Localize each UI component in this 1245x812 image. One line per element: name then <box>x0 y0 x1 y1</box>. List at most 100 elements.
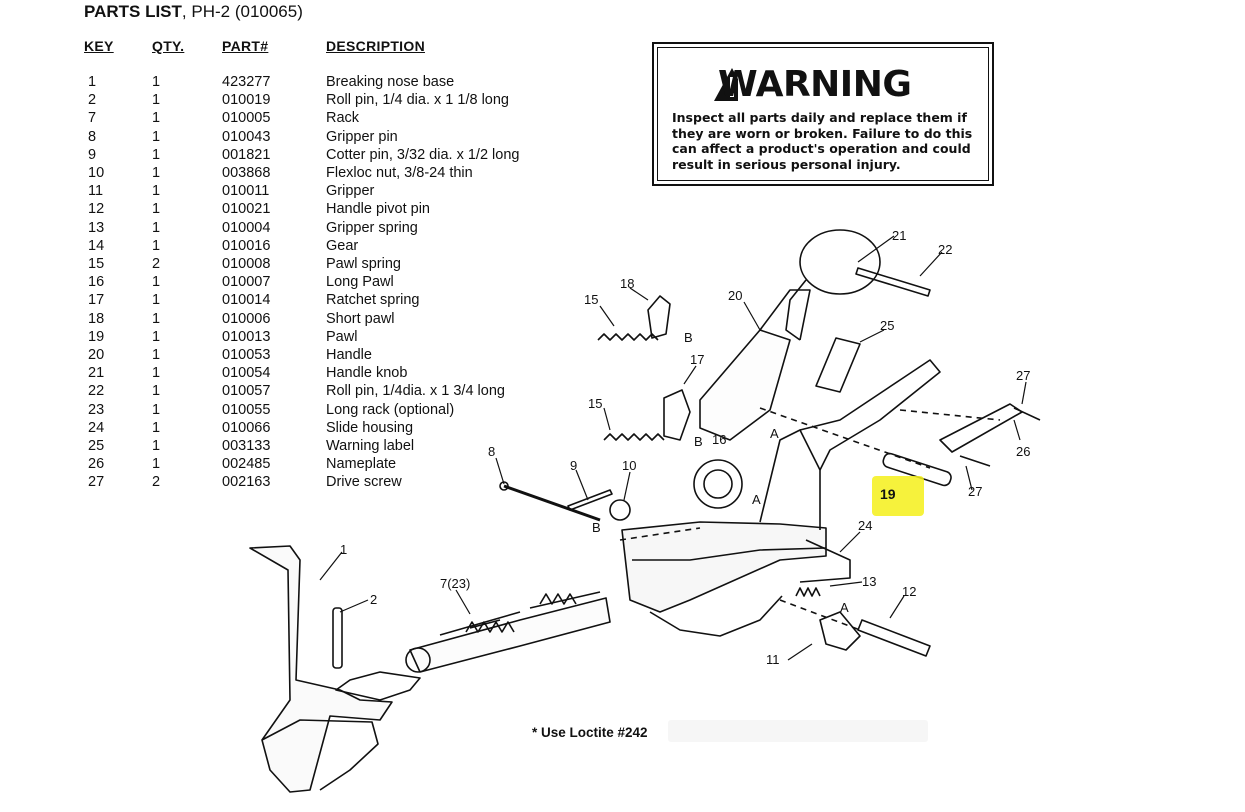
part-key: 8 <box>88 128 97 145</box>
part-qty: 1 <box>152 274 161 291</box>
part-number: 002485 <box>222 456 271 473</box>
letter-a-1: A <box>770 426 779 441</box>
part-number: 010006 <box>222 310 271 327</box>
part-key: 27 <box>88 474 105 491</box>
part-description: Ratchet spring <box>326 292 420 309</box>
part-key: 10 <box>88 165 105 181</box>
callout-12: 12 <box>902 584 916 599</box>
warning-triangle-icon <box>714 68 738 101</box>
part-description: Long rack (optional) <box>326 401 455 418</box>
table-row: 1 1 423277 Breaking nose base <box>0 74 560 92</box>
part-description: Breaking nose base <box>326 74 455 90</box>
letter-b-1: B <box>684 330 693 345</box>
header-qty: QTY. <box>152 38 185 54</box>
part-description: Roll pin, 1/4dia. x 1 3/4 long <box>326 383 505 400</box>
part-qty: 1 <box>152 183 161 200</box>
part-qty: 1 <box>152 438 161 454</box>
part-number: 010043 <box>222 128 271 145</box>
part-qty: 1 <box>152 74 161 90</box>
warning-heading: WARNING <box>718 64 912 105</box>
part-key: 14 <box>88 237 105 254</box>
callout-27b: 27 <box>968 484 982 499</box>
part-description: Drive screw <box>326 474 402 491</box>
part-key: 13 <box>88 219 105 236</box>
table-row: 13 1 010004 Gripper spring <box>0 220 560 238</box>
part-number: 010008 <box>222 256 271 272</box>
page-title: PARTS LIST, PH-2 (010065) <box>84 2 303 22</box>
part-number: 010054 <box>222 365 271 382</box>
part-qty: 1 <box>152 328 161 345</box>
part-number: 010019 <box>222 92 271 109</box>
part-key: 18 <box>88 310 105 327</box>
part-key: 21 <box>88 365 105 382</box>
part-number: 010021 <box>222 201 271 218</box>
loctite-note: * Use Loctite #242 <box>532 725 648 740</box>
part-key: 20 <box>88 347 105 363</box>
part-description: Handle pivot pin <box>326 201 430 218</box>
part-number: 010066 <box>222 419 271 436</box>
part-qty: 1 <box>152 92 161 109</box>
callout-26: 26 <box>1016 444 1030 459</box>
part-key: 25 <box>88 438 105 454</box>
part-key: 12 <box>88 201 105 218</box>
callout-15b: 15 <box>588 396 602 411</box>
part-description: Gripper spring <box>326 219 418 236</box>
letter-a-3: A <box>840 600 849 615</box>
letter-b-3: B <box>592 520 601 535</box>
header-part: PART# <box>222 38 269 54</box>
part-key: 9 <box>88 146 97 163</box>
part-number: 010016 <box>222 237 271 254</box>
part-key: 22 <box>88 383 105 400</box>
part-qty: 1 <box>152 219 161 236</box>
part-number: 010007 <box>222 274 271 291</box>
callout-11: 11 <box>766 652 780 667</box>
part-qty: 1 <box>152 237 161 254</box>
faded-text-block <box>668 720 928 742</box>
callout-7: 7(23) <box>440 576 470 591</box>
part-key: 15 <box>88 256 105 272</box>
part-description: Long Pawl <box>326 274 394 291</box>
part-description: Gear <box>326 237 359 254</box>
part-description: Nameplate <box>326 456 397 473</box>
part-key: 19 <box>88 328 105 345</box>
part-description: Short pawl <box>326 310 395 327</box>
part-qty: 1 <box>152 128 161 145</box>
part-number: 002163 <box>222 474 271 491</box>
part-qty: 1 <box>152 456 161 473</box>
part-qty: 1 <box>152 419 161 436</box>
part-description: Roll pin, 1/4 dia. x 1 1/8 long <box>326 92 509 109</box>
callout-24: 24 <box>858 518 872 533</box>
part-number: 010013 <box>222 328 271 345</box>
part-description: Slide housing <box>326 419 414 436</box>
part-key: 1 <box>88 74 97 90</box>
part-number: 010005 <box>222 110 271 127</box>
header-description: DESCRIPTION <box>326 38 425 54</box>
callout-19: 19 <box>880 486 896 502</box>
part-number: 423277 <box>222 74 271 90</box>
part-qty: 2 <box>152 256 161 272</box>
part-number: 010004 <box>222 219 271 236</box>
part-number: 003868 <box>222 165 271 181</box>
part-qty: 1 <box>152 383 161 400</box>
part-description: Handle <box>326 347 372 363</box>
callout-16: 16 <box>712 432 726 447</box>
part-qty: 1 <box>152 165 161 181</box>
callout-22: 22 <box>938 242 952 257</box>
part-qty: 1 <box>152 401 161 418</box>
part-key: 16 <box>88 274 105 291</box>
table-row: 16 1 010007 Long Pawl <box>0 274 560 292</box>
letter-b-2: B <box>694 434 703 449</box>
warning-box: WARNING Inspect all parts daily and repl… <box>652 42 994 186</box>
part-qty: 1 <box>152 365 161 382</box>
